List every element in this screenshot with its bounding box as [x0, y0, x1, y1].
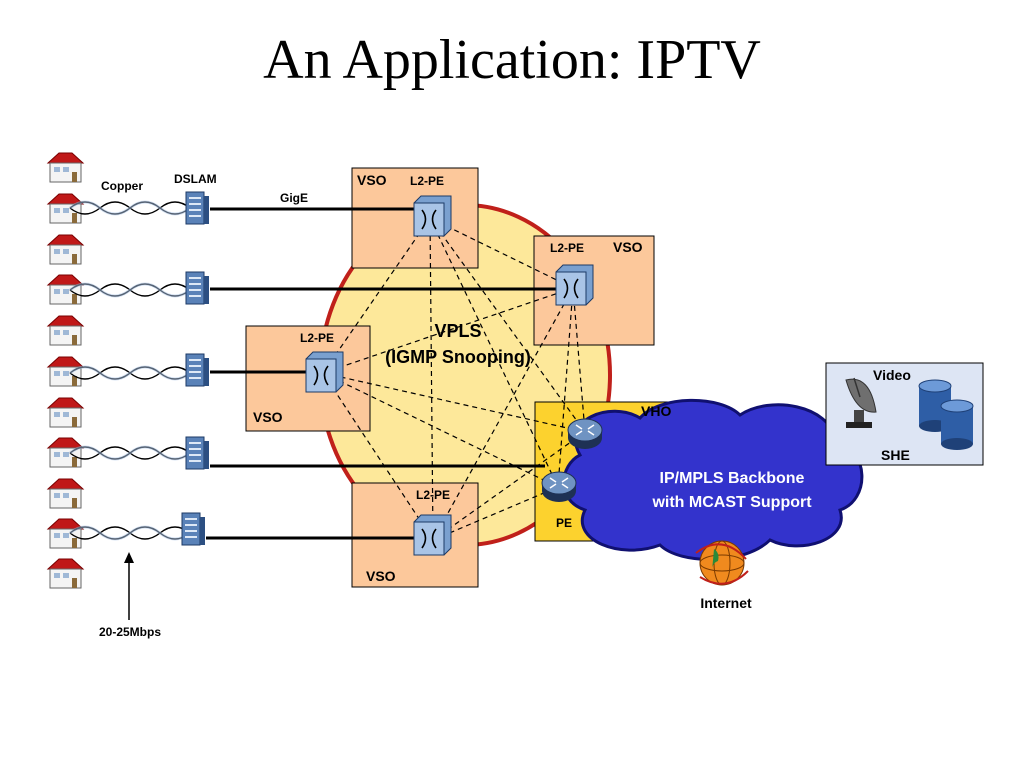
l2pe-label-right: L2-PE: [550, 241, 584, 255]
vso-label-right: VSO: [613, 239, 643, 255]
internet-label: Internet: [700, 595, 752, 611]
dslam-icon: [185, 353, 210, 387]
house-icon: [47, 478, 84, 509]
vso-label-top: VSO: [357, 172, 387, 188]
switch-icon: [413, 514, 452, 556]
house-icon: [47, 152, 84, 183]
copper-label: Copper: [101, 179, 143, 193]
pe-label: PE: [556, 516, 572, 530]
house-icon: [47, 193, 84, 224]
copper-pair: [68, 525, 192, 541]
gige-uplinks: [206, 207, 556, 540]
house-icon: [47, 356, 84, 387]
copper-pair: [68, 445, 192, 461]
video-server-icon: [918, 379, 974, 450]
backbone-label: IP/MPLS Backbone: [660, 470, 805, 487]
dslam-icon: [185, 436, 210, 470]
vho-label: VHO: [641, 403, 671, 419]
l2pe-label-bottom: L2-PE: [416, 488, 450, 502]
dslam-icons: [181, 191, 210, 546]
copper-pair: [68, 365, 192, 381]
video-label: Video: [873, 367, 911, 383]
dslam-icon: [181, 512, 206, 546]
backbone-cloud: [562, 398, 864, 561]
bandwidth-label: 20-25Mbps: [99, 625, 161, 639]
switch-icon: [305, 351, 344, 393]
gige-label: GigE: [280, 191, 308, 205]
globe-icon: [695, 540, 749, 586]
dslam-icon: [185, 191, 210, 225]
igmp-snooping-label: (IGMP Snooping): [385, 347, 531, 367]
satellite-dish-icon: [845, 377, 877, 428]
router-icon: [541, 471, 577, 503]
copper-pair: [68, 200, 192, 216]
router-icon: [567, 418, 603, 450]
house-icons: [47, 152, 84, 589]
she-label: SHE: [881, 447, 910, 463]
house-icon: [47, 315, 84, 346]
l2pe-label-top: L2-PE: [410, 174, 444, 188]
vpls-mesh: [322, 217, 586, 541]
vso-box-top: [351, 167, 479, 269]
switch-icon: [555, 264, 594, 306]
house-icon: [47, 234, 84, 265]
house-icon: [47, 518, 84, 549]
mcast-support-label: with MCAST Support: [651, 494, 812, 511]
house-icon: [47, 437, 84, 468]
vso-label-left: VSO: [253, 409, 283, 425]
switch-icon: [413, 195, 452, 237]
dslam-label: DSLAM: [174, 172, 217, 186]
copper-lines: [68, 200, 192, 541]
bandwidth-arrow: [124, 552, 134, 620]
house-icon: [47, 274, 84, 305]
house-icon: [47, 397, 84, 428]
vpls-label: VPLS: [434, 321, 481, 341]
l2pe-label-left: L2-PE: [300, 331, 334, 345]
dslam-icon: [185, 271, 210, 305]
page-title: An Application: IPTV: [263, 29, 761, 91]
vso-label-bottom: VSO: [366, 568, 396, 584]
copper-pair: [68, 282, 192, 298]
house-icon: [47, 558, 84, 589]
